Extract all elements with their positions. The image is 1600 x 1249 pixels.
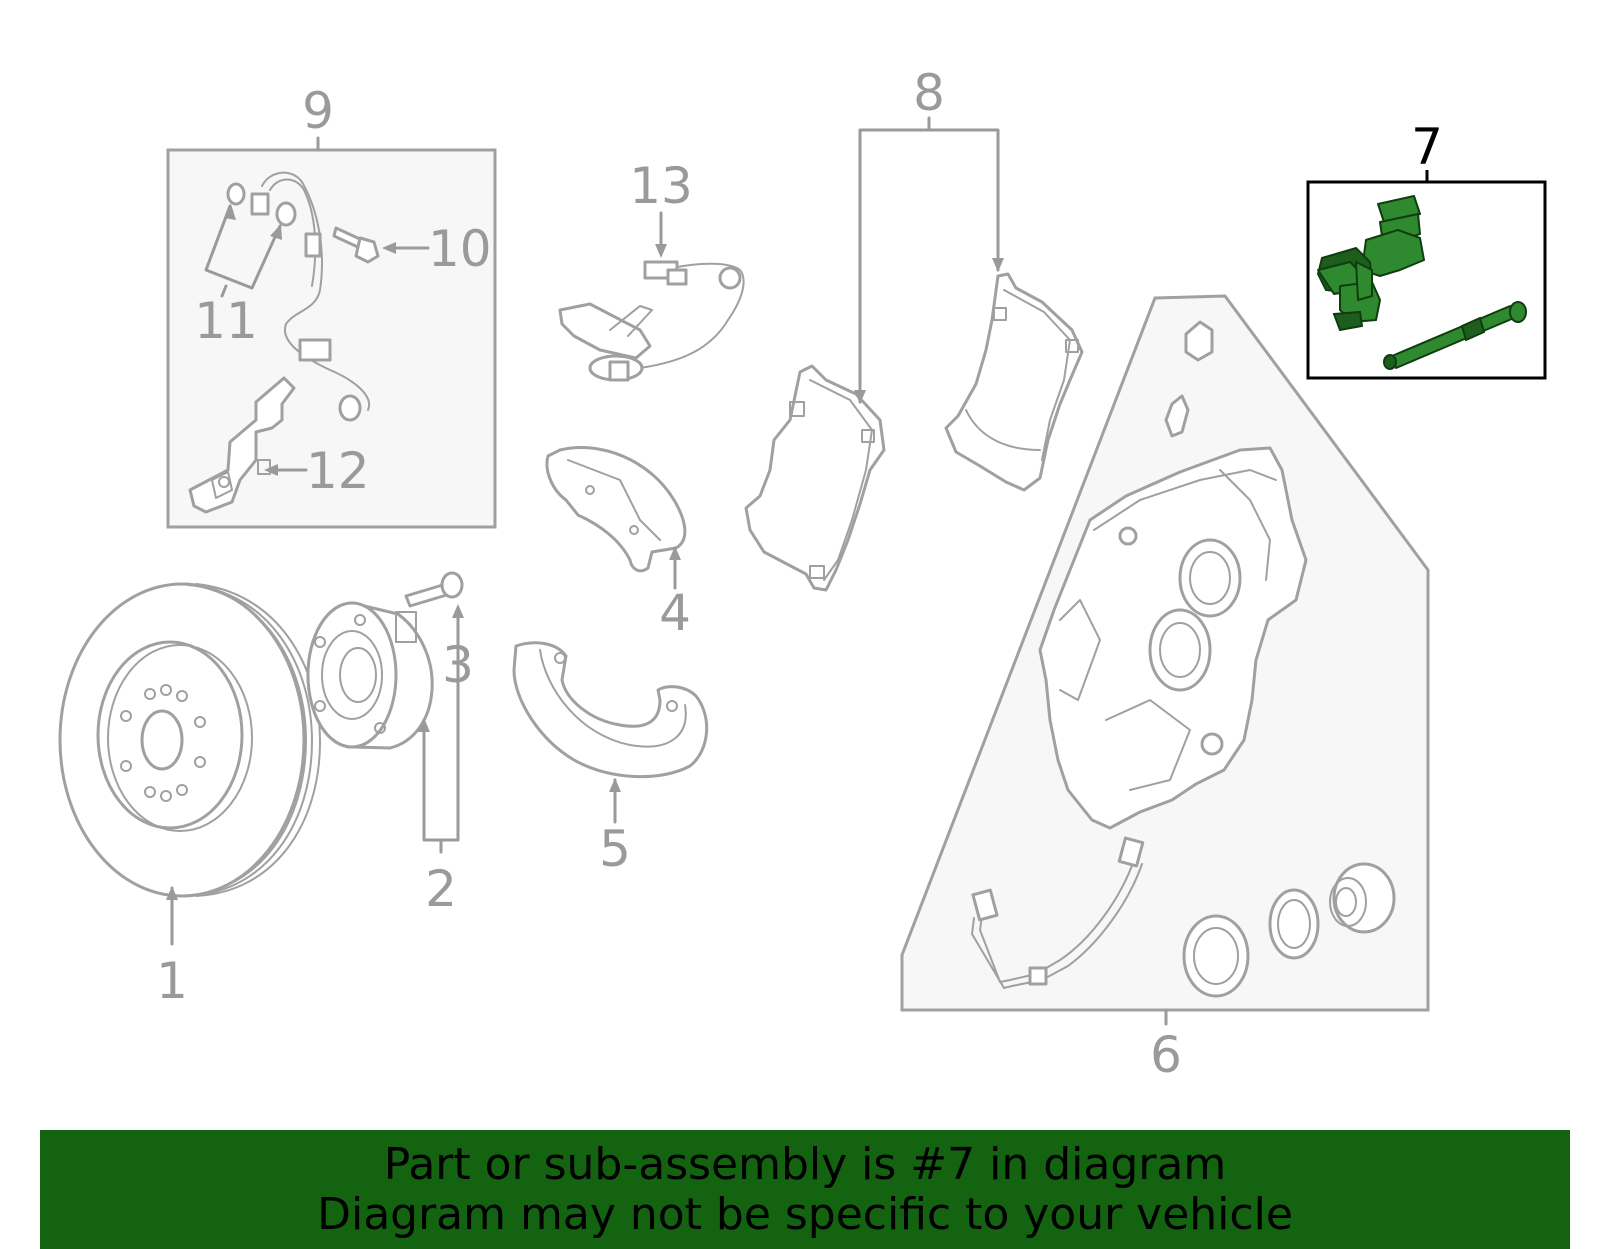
caliper-bleeder-cap-part [1164,320,1214,438]
info-banner: Part or sub-assembly is #7 in diagram Di… [40,1130,1570,1249]
callout-11: 11 [194,292,258,350]
callout-13: 13 [629,157,693,215]
callout-7: 7 [1411,118,1443,176]
callout-1: 1 [156,952,188,1010]
wear-sensor-part [558,260,745,382]
banner-line-2: Diagram may not be specific to your vehi… [317,1188,1293,1240]
callout-5: 5 [599,820,631,878]
brake-pad-inner-part [744,364,886,592]
caliper-seal-part [1182,862,1396,998]
wheel-stud-part [404,571,464,608]
callout-3: 3 [442,636,474,694]
banner-line-1: Part or sub-assembly is #7 in diagram [383,1138,1227,1190]
brake-caliper-part [1038,446,1308,830]
callout-6: 6 [1150,1026,1182,1084]
group-box-9 [166,148,497,529]
wheel-hub-part [306,601,434,750]
parts-diagram: 1 2 3 4 5 6 7 8 9 10 11 12 13 [58,64,1547,1084]
hose-bracket-part [188,376,296,514]
callout-12: 12 [306,442,370,500]
splash-shield-lower-part [512,641,709,779]
callout-10: 10 [428,220,492,278]
splash-shield-upper-part [545,445,687,573]
brake-pad-outer-part [944,272,1084,492]
hose-bolt-part [332,226,380,264]
callout-9: 9 [302,82,334,140]
brake-line-part [971,836,1145,989]
caliper-hardware-kit-part [1316,195,1527,370]
brake-hose-part [226,171,371,422]
callout-4: 4 [659,584,691,642]
brake-rotor-part [58,582,321,898]
callout-2: 2 [425,860,457,918]
callout-8: 8 [913,64,945,122]
